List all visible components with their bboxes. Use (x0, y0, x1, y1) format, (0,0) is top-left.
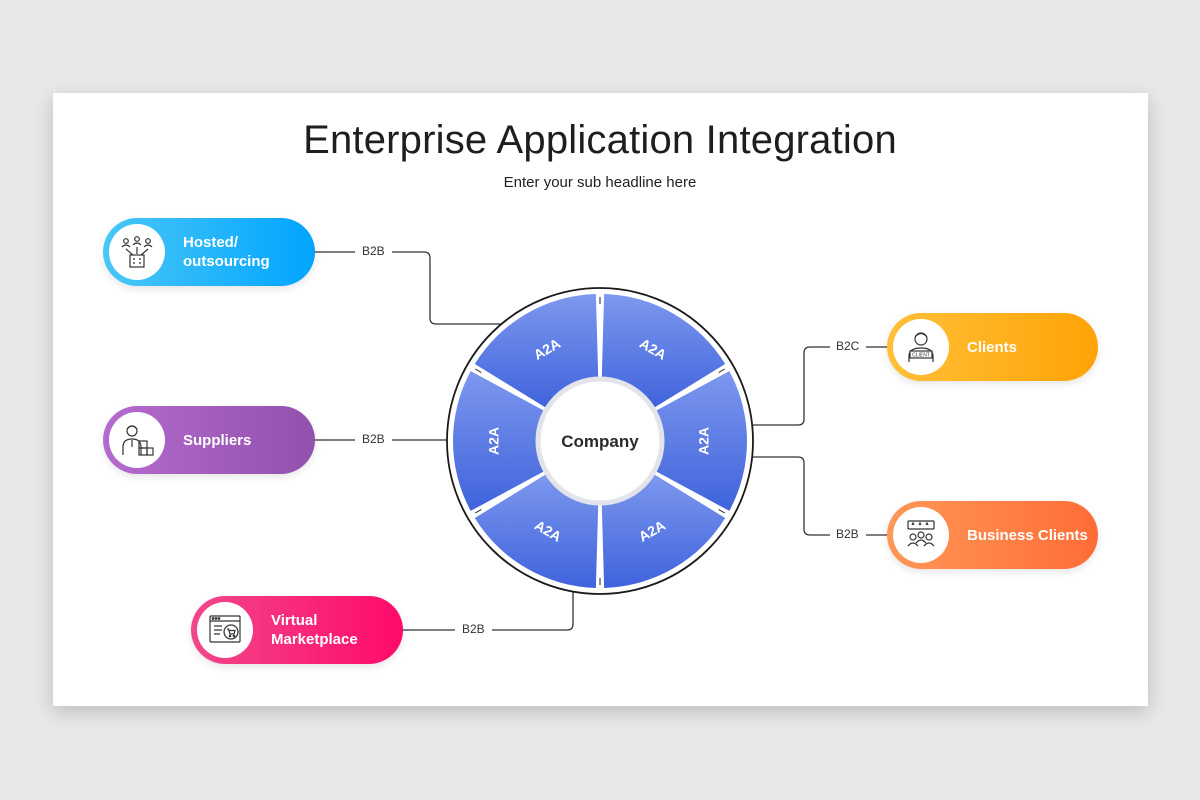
supplier-icon (109, 412, 165, 468)
link-tag-suppliers: B2B (360, 432, 387, 446)
node-business[interactable]: Business Clients (887, 501, 1098, 569)
segment-3 (655, 371, 748, 511)
center-label: Company (561, 432, 639, 451)
connector-hosted (315, 251, 533, 325)
segment-4 (601, 474, 726, 588)
link-tag-clients: B2C (834, 339, 862, 353)
client-icon: CLIENT (893, 319, 949, 375)
web-shop-icon (197, 602, 253, 658)
page-title: Enterprise Application Integration (303, 118, 897, 162)
svg-text:CLIENT: CLIENT (912, 353, 930, 359)
node-business-label: Business Clients (967, 526, 1088, 544)
node-marketplace-label: Virtual Marketplace (271, 612, 358, 648)
page-subtitle: Enter your sub headline here (503, 174, 697, 191)
segment-tick (718, 368, 725, 373)
segment-tick (718, 509, 725, 514)
segment-label-3: A2A (696, 427, 712, 455)
org-chart-icon (109, 224, 165, 280)
link-tag-hosted: B2B (360, 244, 387, 258)
node-suppliers[interactable]: Suppliers (103, 406, 315, 474)
node-clients-label: Clients (967, 338, 1018, 356)
link-tag-marketplace: B2B (460, 622, 487, 636)
node-suppliers-label: Suppliers (183, 431, 252, 449)
segment-tick (475, 368, 482, 373)
segment-1 (474, 294, 599, 408)
link-tag-business: B2B (834, 527, 861, 541)
connector-marketplace (403, 573, 574, 631)
node-hosted[interactable]: Hosted/ outsourcing (103, 218, 315, 286)
center-circle (535, 376, 665, 506)
connector-business (738, 456, 888, 536)
segment-6 (453, 371, 545, 511)
node-hosted-label: Hosted/ outsourcing (183, 234, 270, 270)
node-marketplace[interactable]: Virtual Marketplace (191, 596, 403, 664)
rating-icon (893, 507, 949, 563)
node-clients[interactable]: CLIENT Clients (887, 313, 1098, 381)
segment-5 (474, 474, 599, 588)
segment-label-6: A2A (486, 427, 502, 455)
connector-clients (738, 346, 888, 426)
segment-tick (475, 509, 482, 514)
segment-2 (601, 294, 726, 408)
